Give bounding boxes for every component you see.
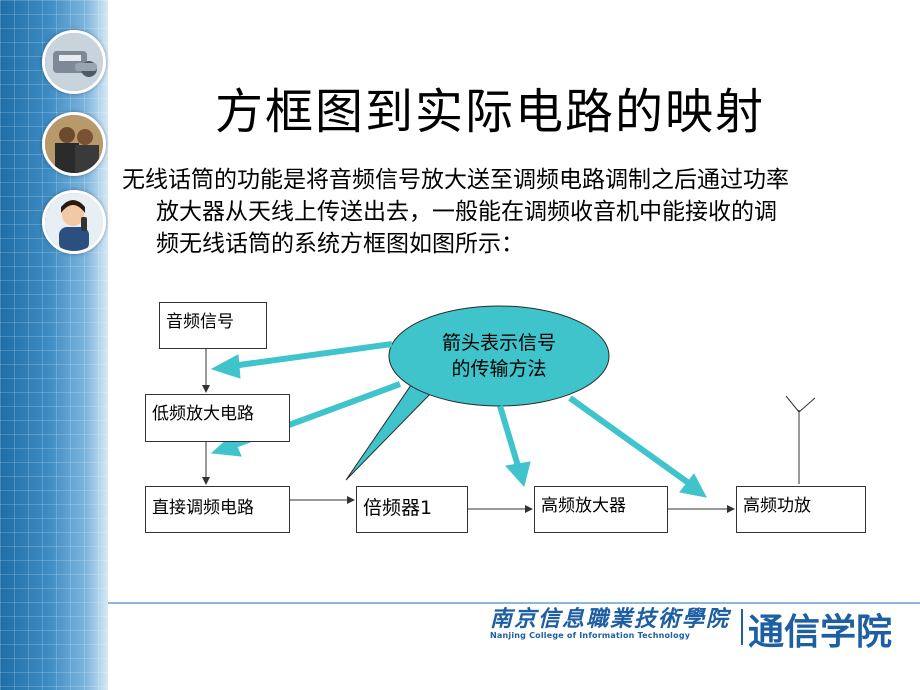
callout-ellipse	[388, 305, 610, 407]
school-logo: 南京信息職業技術學院 Nanjing College of Informatio…	[490, 607, 736, 643]
sidebar-photo-phone	[42, 30, 106, 94]
callout-arrow-to-poweramp	[568, 395, 692, 487]
slide-title: 方框图到实际电路的映射	[215, 84, 766, 140]
decorative-sidebar	[0, 0, 108, 690]
footer-divider	[108, 602, 920, 604]
intro-line-1: 无线话筒的功能是将音频信号放大送至调频电路调制之后通过功率	[122, 167, 789, 193]
block-audio-signal: 音频信号	[159, 302, 267, 349]
callout-arrow-to-rfamp	[497, 405, 521, 467]
antenna-left-arm	[785, 395, 800, 413]
block-rf-amp: 高频放大器	[534, 486, 668, 533]
callout-bubble	[345, 305, 610, 481]
sidebar-grid-pattern	[0, 0, 108, 690]
block-freq-multiplier-label: 倍频器1	[363, 497, 433, 519]
people-image	[45, 115, 103, 173]
block-audio-signal-label: 音频信号	[166, 312, 234, 332]
school-name-en: Nanjing College of Information Technolog…	[490, 631, 691, 640]
callout-arrow-to-input	[231, 341, 393, 369]
phone-image	[45, 33, 103, 91]
block-direct-fm-label: 直接调频电路	[152, 498, 254, 518]
callout-arrowhead-input	[210, 354, 241, 379]
intro-line-3: 频无线话筒的系统方框图如图所示：	[156, 231, 524, 257]
callout-text: 箭头表示信号 的传输方法	[404, 330, 594, 382]
operator-image	[45, 193, 103, 251]
block-rf-power-amp-label: 高频功放	[743, 496, 811, 516]
callout-arrowhead-poweramp	[679, 473, 707, 498]
department-name: 通信学院	[748, 612, 893, 653]
school-name-cn: 南京信息職業技術學院	[490, 606, 731, 632]
block-low-freq-amp: 低频放大电路	[145, 394, 290, 442]
sidebar-photo-businessmen	[42, 112, 106, 176]
block-rf-amp-label: 高频放大器	[541, 496, 626, 516]
sidebar-photo-operator	[42, 190, 106, 254]
intro-paragraph: 无线话筒的功能是将音频信号放大送至调频电路调制之后通过功率 放大器从天线上传送出…	[122, 164, 874, 260]
block-freq-multiplier: 倍频器1	[356, 486, 468, 533]
block-low-freq-amp-label: 低频放大电路	[152, 404, 254, 424]
callout-arrowhead-rfamp	[505, 461, 531, 488]
block-direct-fm: 直接调频电路	[145, 486, 290, 533]
callout-line-1: 箭头表示信号	[441, 332, 556, 354]
footer-separator	[741, 609, 743, 645]
intro-line-2: 放大器从天线上传送出去，一般能在调频收音机中能接收的调	[156, 199, 777, 225]
block-rf-power-amp: 高频功放	[736, 486, 866, 533]
callout-line-2: 的传输方法	[451, 358, 547, 380]
signal-flow-lines	[202, 349, 816, 513]
antenna-right-arm	[798, 397, 816, 413]
